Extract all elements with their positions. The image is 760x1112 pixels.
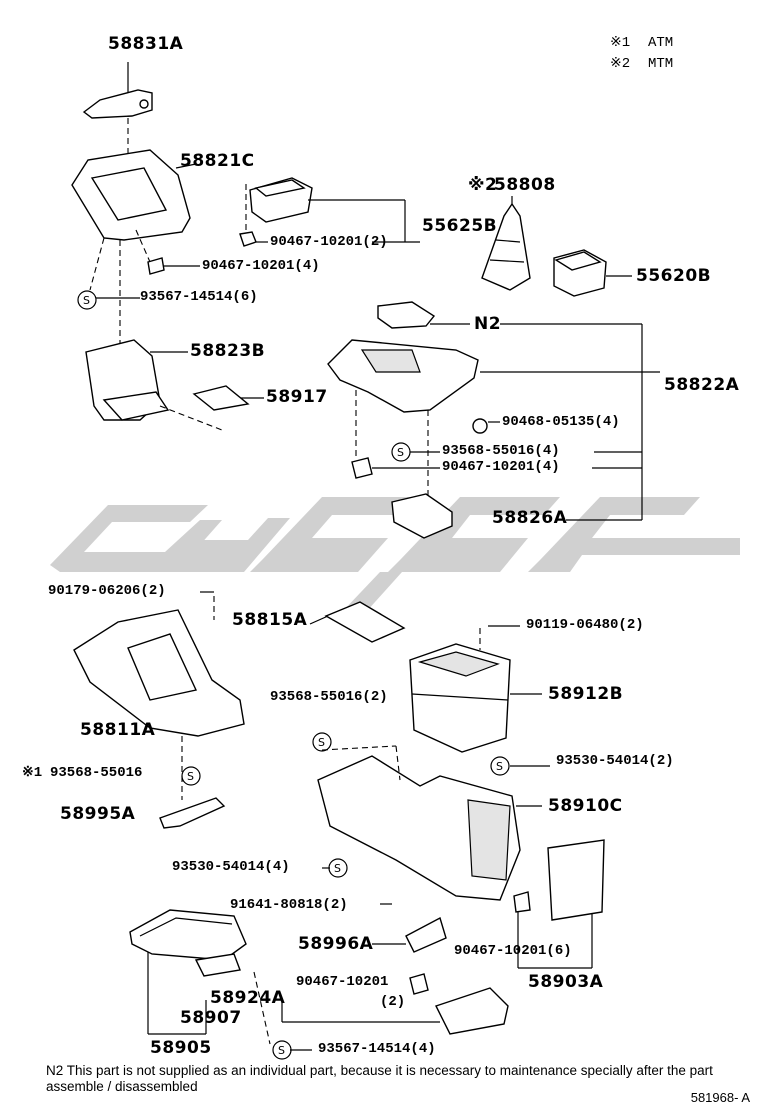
label-90119-06480: 90119-06480(2) xyxy=(526,617,644,633)
label-93567-14514-4: 93567-14514(4) xyxy=(318,1041,436,1057)
label-58912B: 58912B xyxy=(548,684,624,704)
svg-text:S: S xyxy=(334,862,341,875)
mark-58808: ※2 xyxy=(468,175,498,195)
label-55625B: 55625B xyxy=(422,216,498,236)
label-58821C: 58821C xyxy=(180,151,255,171)
label-90467-10201-4a: 90467-10201(4) xyxy=(202,258,320,274)
label-90467-10201-4b: 90467-10201(4) xyxy=(442,459,560,475)
label-93530-54014-2: 93530-54014(2) xyxy=(556,753,674,769)
legend-mark-2: ※2 xyxy=(610,56,631,72)
label-58924A: 58924A xyxy=(210,988,286,1008)
part-58822A-drawing xyxy=(327,301,479,508)
watermark-logo xyxy=(50,497,740,612)
legend-text-1: ATM xyxy=(648,35,674,51)
svg-text:S: S xyxy=(83,294,90,307)
part-58808-drawing xyxy=(481,196,531,291)
part-58821C-drawing xyxy=(71,149,197,350)
label-58905: 58905 xyxy=(150,1038,212,1058)
label-93568-55016: 93568-55016 xyxy=(50,765,143,781)
label-91641-80818: 91641-80818(2) xyxy=(230,897,348,913)
label-qty-2: (2) xyxy=(380,994,406,1010)
part-58917-drawing xyxy=(192,385,250,411)
label-90467-10201-6: 90467-10201(6) xyxy=(454,943,572,959)
part-58996A-drawing xyxy=(405,916,447,953)
label-93530-54014-4: 93530-54014(4) xyxy=(172,859,290,875)
part-55625B-drawing xyxy=(245,177,420,243)
part-58815A-drawing xyxy=(324,601,406,643)
label-58822A: 58822A xyxy=(664,375,740,395)
label-58910C: 58910C xyxy=(548,796,623,816)
footnote-n2: N2 This part is not supplied as an indiv… xyxy=(46,1063,713,1094)
label-58815A: 58815A xyxy=(232,610,308,630)
part-58905-drawing xyxy=(129,909,247,977)
svg-text:S: S xyxy=(496,760,503,773)
label-90179-06206: 90179-06206(2) xyxy=(48,583,166,599)
drawing-code: 581968- A xyxy=(690,1090,750,1105)
part-55620B-drawing xyxy=(553,249,632,297)
label-58995A: 58995A xyxy=(60,804,136,824)
svg-text:S: S xyxy=(278,1044,285,1057)
label-93568-55016-4: 93568-55016(4) xyxy=(442,443,560,459)
label-58996A: 58996A xyxy=(298,934,374,954)
svg-text:S: S xyxy=(397,446,404,459)
part-58831A-drawing xyxy=(82,62,153,155)
label-90468-05135: 90468-05135(4) xyxy=(502,414,620,430)
part-58924A-drawing xyxy=(253,971,509,1045)
part-58826A-drawing xyxy=(391,493,453,539)
part-58811A-drawing xyxy=(73,596,245,800)
label-58808: 58808 xyxy=(494,175,556,195)
label-58831A: 58831A xyxy=(108,34,184,54)
label-93567-14514-6: 93567-14514(6) xyxy=(140,289,258,305)
svg-text:S: S xyxy=(187,770,194,783)
label-58823B: 58823B xyxy=(190,341,266,361)
label-90467-10201-c: 90467-10201 xyxy=(296,974,389,990)
label-93568-55016-2: 93568-55016(2) xyxy=(270,689,388,705)
label-58907: 58907 xyxy=(180,1008,242,1028)
label-58903A: 58903A xyxy=(528,972,604,992)
part-58912B-drawing xyxy=(409,628,511,753)
legend-text-2: MTM xyxy=(648,56,674,72)
label-58826A: 58826A xyxy=(492,508,568,528)
legend-mark-1: ※1 xyxy=(610,35,631,51)
part-58995A-drawing xyxy=(159,797,226,829)
label-55620B: 55620B xyxy=(636,266,712,286)
part-58823B-drawing xyxy=(85,339,223,431)
label-58811A: 58811A xyxy=(80,720,156,740)
label-58917: 58917 xyxy=(266,387,328,407)
mark-93568-55016: ※1 xyxy=(22,765,43,781)
leader-lines xyxy=(96,241,660,1051)
label-90467-10201-2a: 90467-10201(2) xyxy=(270,234,388,250)
label-N2: N2 xyxy=(474,314,502,334)
screw-symbols: S S S S S S S xyxy=(77,290,510,1060)
part-58910C-drawing xyxy=(317,745,521,901)
svg-text:S: S xyxy=(318,736,325,749)
part-58903A-drawing xyxy=(547,839,605,921)
